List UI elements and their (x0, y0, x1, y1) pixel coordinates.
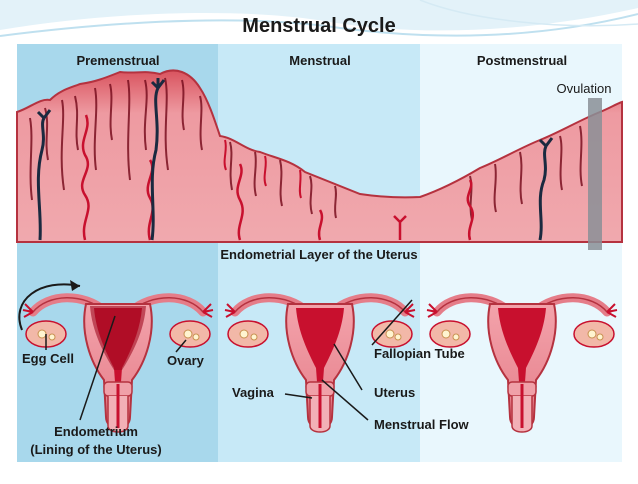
layer-caption: Endometrial Layer of the Uterus (220, 247, 417, 262)
diagram-title: Menstrual Cycle (242, 15, 395, 37)
endometrium-sublabel: (Lining of the Uterus) (30, 442, 161, 457)
ovulation-label: Ovulation (557, 81, 612, 96)
uterus-premenstrual (23, 298, 213, 432)
egg-cell-label: Egg Cell (22, 351, 74, 366)
endometrial-tissue (16, 69, 623, 243)
ovulation-marker (588, 98, 602, 250)
fallopian-tube-label: Fallopian Tube (374, 346, 465, 361)
vagina-label: Vagina (232, 385, 275, 400)
uterus-label: Uterus (374, 385, 415, 400)
label-leader-lines (45, 299, 413, 421)
endometrium-label: Endometrium (54, 424, 138, 439)
egg-travel-arrow (18, 280, 81, 331)
menstrual-label: Menstrual (289, 53, 350, 68)
ovary-label: Ovary (167, 353, 205, 368)
postmenstrual-label: Postmenstrual (477, 53, 567, 68)
premenstrual-label: Premenstrual (76, 53, 159, 68)
slide-background (0, 0, 638, 42)
menstrual-flow-label: Menstrual Flow (374, 417, 470, 432)
